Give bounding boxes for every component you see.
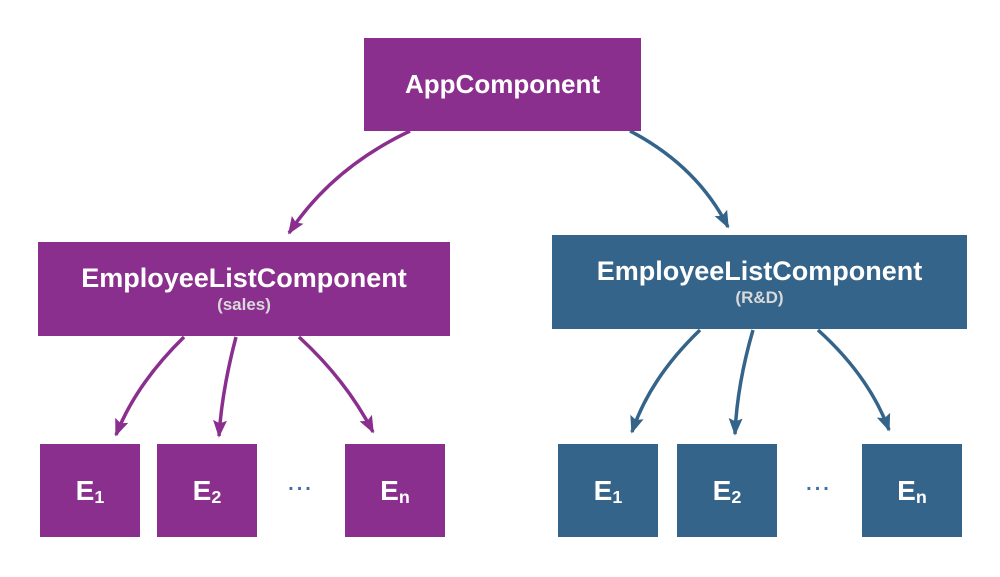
ellipsis-rnd: ... xyxy=(806,473,832,495)
node-title: EmployeeListComponent xyxy=(596,256,923,286)
node-subtitle: (sales) xyxy=(217,295,271,314)
employee-label: E1 xyxy=(593,474,623,507)
node-appcomponent: AppComponent xyxy=(364,38,641,131)
arrow-rnd-to-en xyxy=(816,328,891,432)
node-employee-rnd-n: En xyxy=(862,444,962,537)
employee-label: E2 xyxy=(192,474,222,507)
employee-label: E1 xyxy=(75,474,105,507)
employee-label: E2 xyxy=(712,474,742,507)
node-employee-rnd-2: E2 xyxy=(677,444,777,537)
ellipsis-sales: ... xyxy=(288,473,314,495)
node-appcomponent-label: AppComponent xyxy=(405,69,600,99)
employee-label: En xyxy=(380,474,410,507)
arrow-rnd-to-e2 xyxy=(728,329,755,436)
arrow-sales-to-e2 xyxy=(213,336,238,438)
node-employeelist-sales: EmployeeListComponent (sales) xyxy=(38,242,450,336)
arrow-sales-to-en xyxy=(297,335,375,434)
arrow-sales-to-e1 xyxy=(114,335,186,437)
employee-label: En xyxy=(897,474,927,507)
node-employee-sales-2: E2 xyxy=(157,444,257,537)
arrow-app-to-rnd xyxy=(629,129,730,229)
node-title: EmployeeListComponent xyxy=(81,263,407,293)
node-employee-rnd-1: E1 xyxy=(558,444,658,537)
node-employee-sales-1: E1 xyxy=(40,444,140,537)
node-employee-sales-n: En xyxy=(345,444,445,537)
arrow-app-to-sales xyxy=(287,129,411,235)
node-employeelist-rnd: EmployeeListComponent (R&D) xyxy=(552,235,967,329)
node-subtitle: (R&D) xyxy=(735,288,784,307)
arrow-rnd-to-e1 xyxy=(630,328,702,434)
